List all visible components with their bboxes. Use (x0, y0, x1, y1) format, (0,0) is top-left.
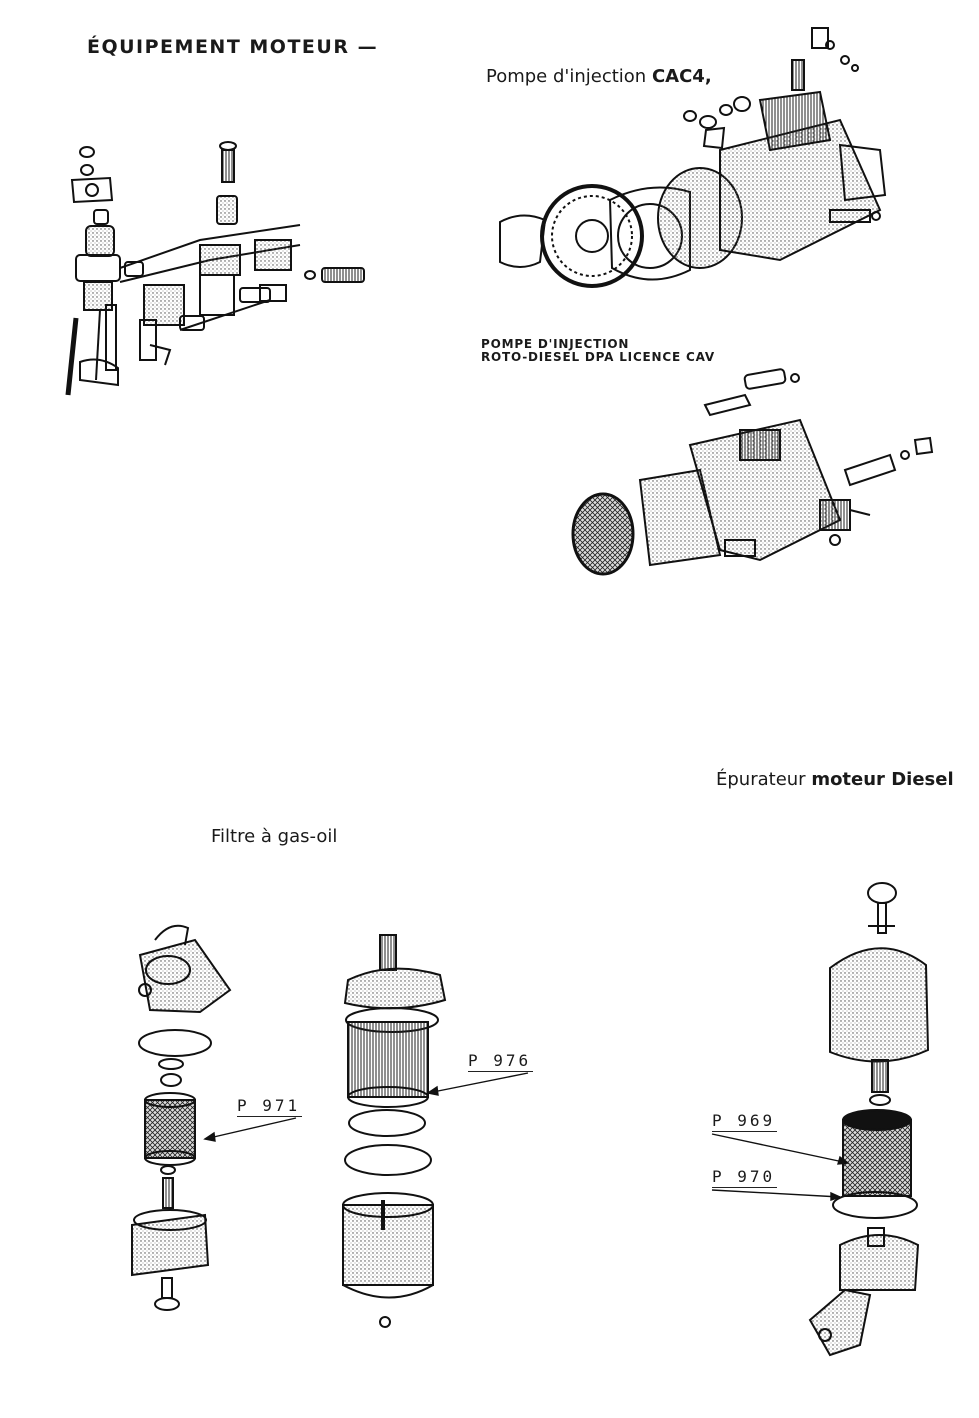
caption-pompe-dpa-line2: ROTO-DIESEL DPA LICENCE CAV (481, 350, 715, 364)
caption-pompe-dpa-line1: POMPE D'INJECTION (481, 337, 630, 351)
leader-p970 (711, 1189, 841, 1198)
part-label-p969: P 969 (712, 1111, 778, 1132)
caption-pompe-cac4: Pompe d'injection CAC4, (486, 66, 712, 87)
air-filter-diesel-illustration (808, 882, 930, 1357)
pump-dpa-illustration (571, 368, 934, 576)
caption-pompe-cac4-model: CAC4, (651, 66, 712, 87)
pump-cac4-illustration (499, 27, 887, 288)
page-heading: ÉQUIPEMENT MOTEUR — (87, 36, 379, 58)
caption-epurateur-bold: moteur Diesel (811, 769, 954, 790)
leader-p976 (427, 1072, 529, 1094)
caption-pompe-cac4-prefix: Pompe d'injection (486, 66, 652, 87)
caption-epurateur: Épurateur moteur Diesel (716, 769, 954, 790)
filter-p971-illustration (131, 924, 232, 1311)
part-label-p970: P 970 (712, 1167, 778, 1188)
caption-pompe-dpa: POMPE D'INJECTION ROTO-DIESEL DPA LICENC… (481, 338, 715, 364)
leader-p969 (711, 1133, 849, 1164)
injector-assembly-illustration (65, 141, 365, 396)
filter-p976-illustration (342, 934, 447, 1328)
part-leader-lines (203, 1072, 850, 1201)
part-label-p971: P 971 (237, 1096, 303, 1117)
caption-filtre-gasoil: Filtre à gas-oil (211, 826, 338, 847)
part-label-p976: P 976 (468, 1051, 534, 1072)
caption-epurateur-prefix: Épurateur (716, 769, 812, 790)
leader-p971 (204, 1117, 297, 1140)
